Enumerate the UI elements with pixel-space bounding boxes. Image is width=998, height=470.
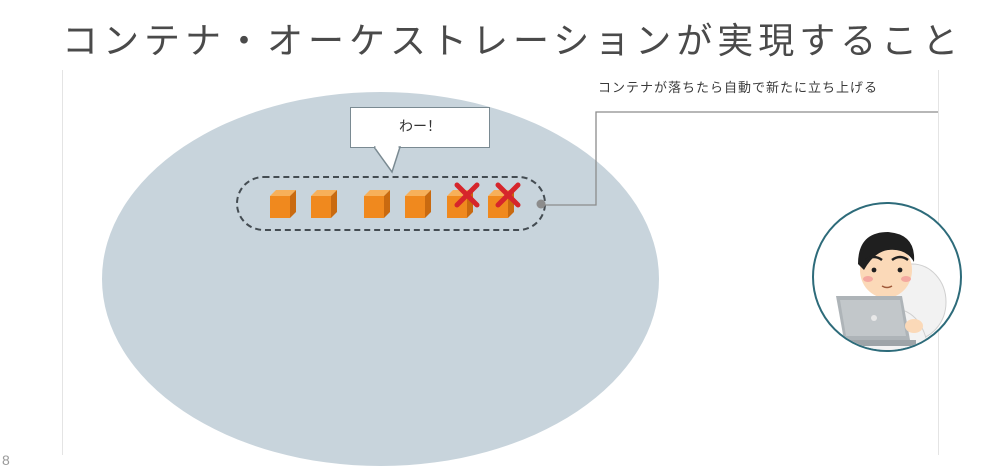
container-box-icon [364, 190, 390, 218]
container-box-icon [405, 190, 431, 218]
developer-avatar [812, 202, 962, 352]
container-box-icon [270, 190, 296, 218]
speech-bubble: わー！ [350, 107, 490, 148]
callout-text: コンテナが落ちたら自動で新たに立ち上げる [598, 81, 879, 96]
developer-person-icon [832, 232, 947, 350]
failed-cross-icon [454, 182, 480, 208]
slide-number: 8 [2, 452, 10, 468]
speech-bubble-tail [374, 146, 402, 174]
slide-title: コンテナ・オーケストレーションが実現すること [62, 21, 964, 62]
container-box-icon [311, 190, 337, 218]
slide-frame-left [62, 70, 63, 455]
failed-cross-icon [495, 182, 521, 208]
